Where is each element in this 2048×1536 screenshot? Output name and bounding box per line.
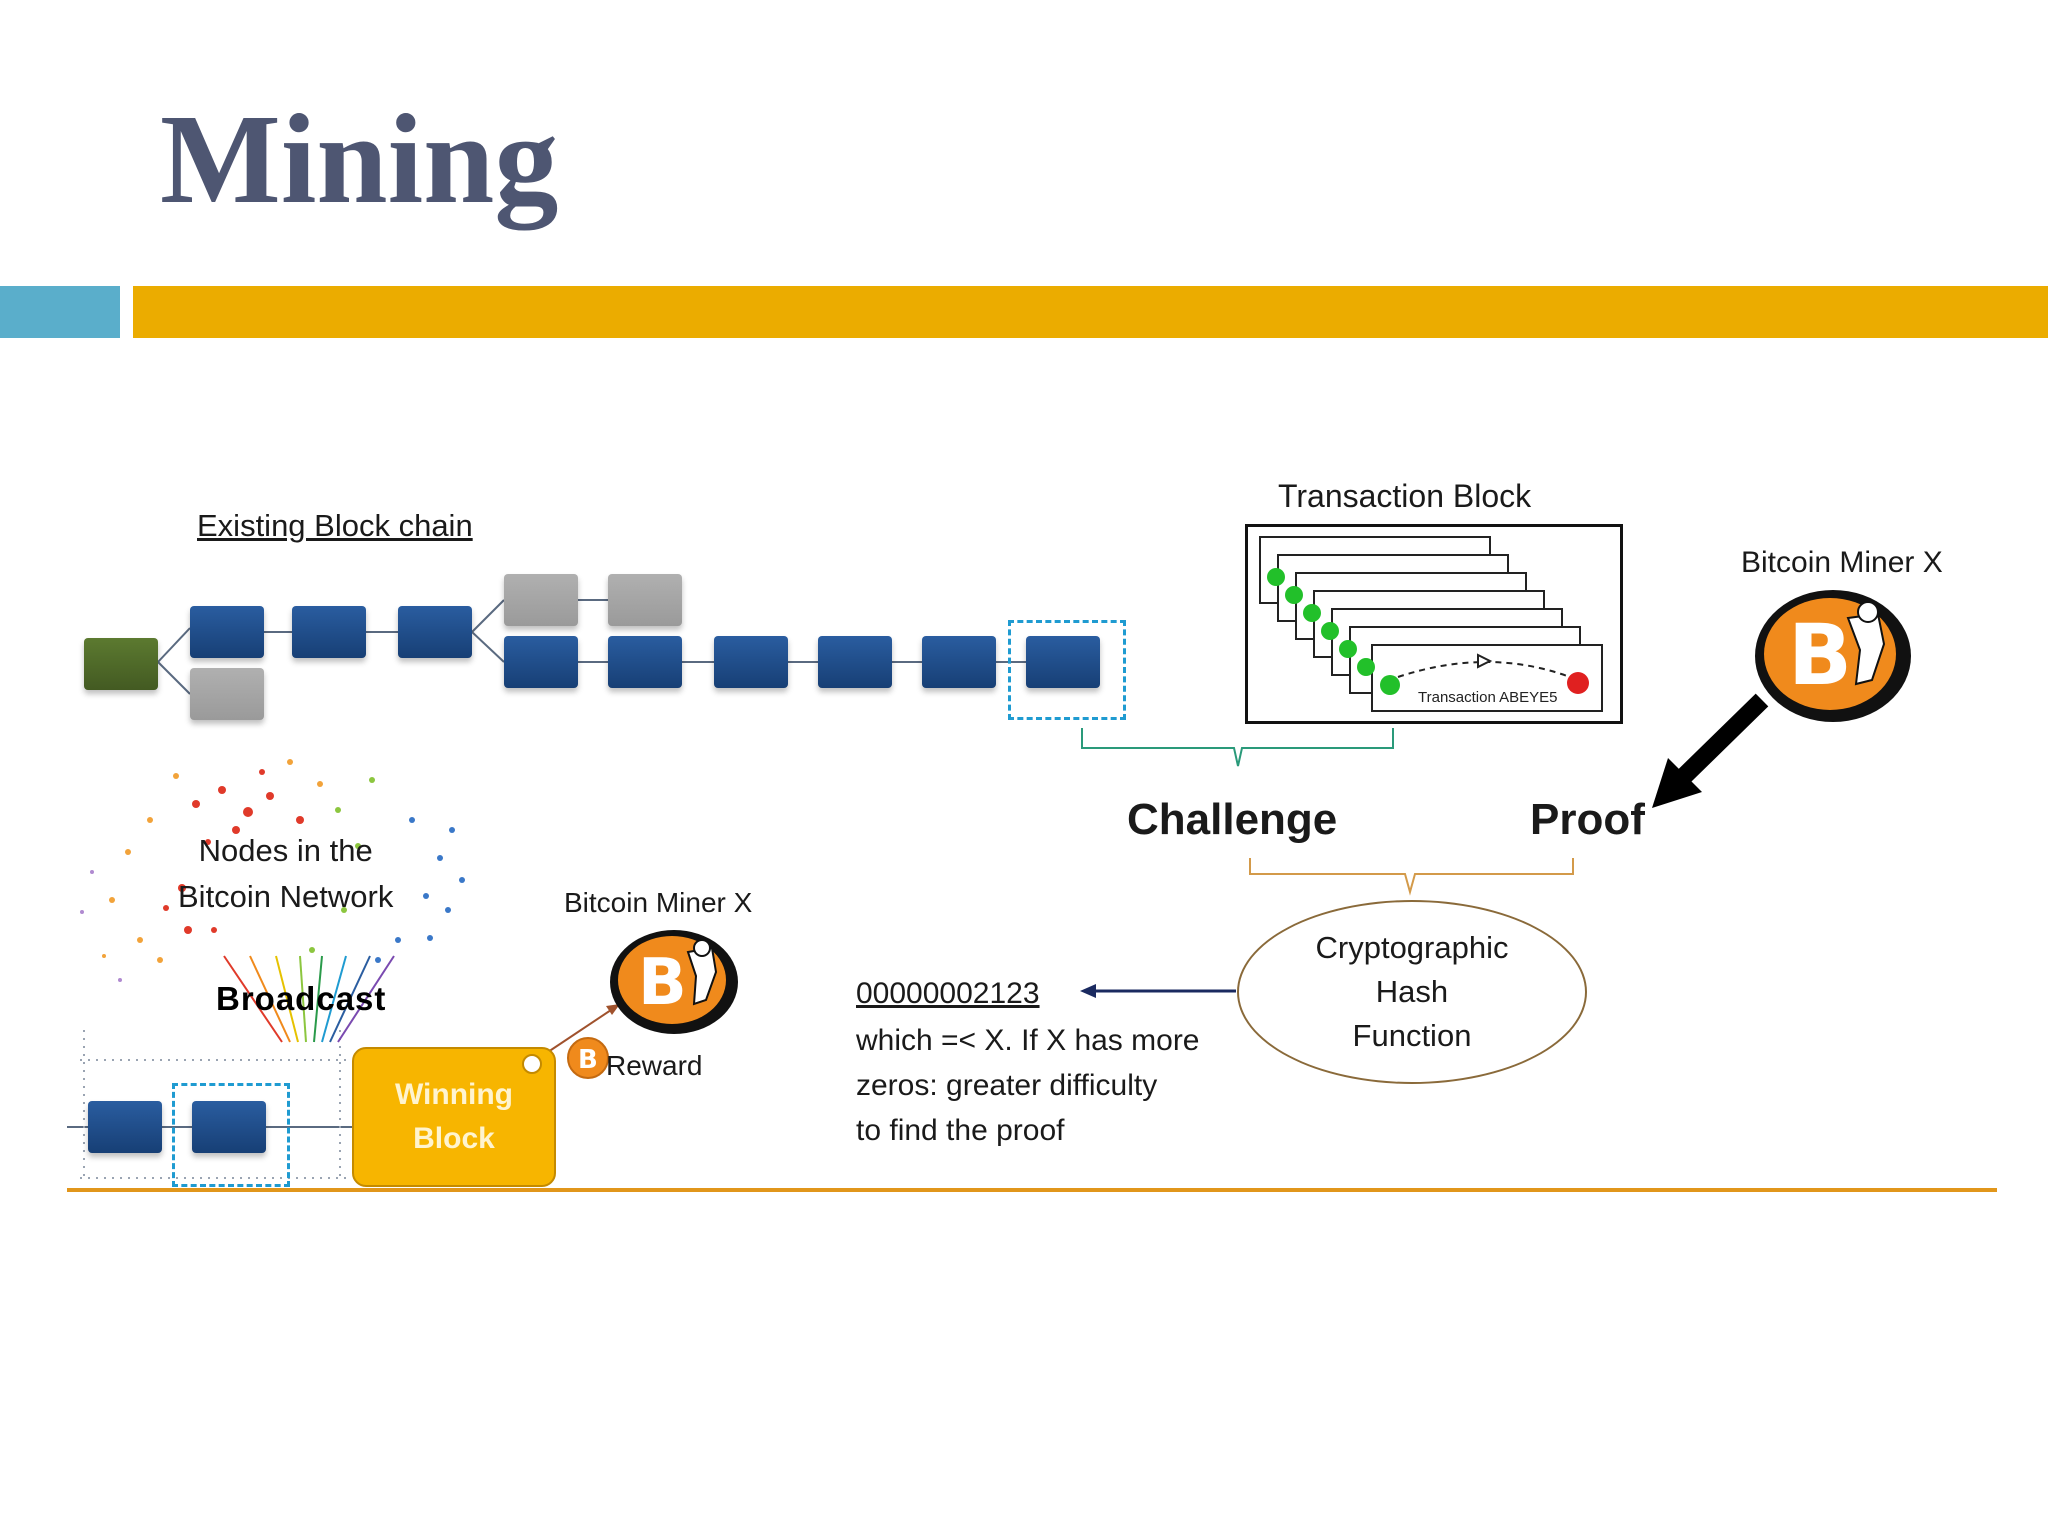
- chain-block: [190, 606, 264, 658]
- bitcoin-miner-icon: B: [1755, 590, 1911, 722]
- winning-block: Winning Block: [352, 1047, 556, 1187]
- difficulty-text: which =< X. If X has more zeros: greater…: [856, 1018, 1200, 1153]
- difficulty-line: which =< X. If X has more: [856, 1024, 1200, 1057]
- svg-text:B: B: [638, 946, 687, 1020]
- chain-block: [922, 636, 996, 688]
- miner-top-label: Bitcoin Miner X: [1741, 546, 1943, 579]
- hash-value-text: 00000002123: [856, 977, 1040, 1010]
- difficulty-line: to find the proof: [856, 1114, 1065, 1147]
- accent-bar-gold: [133, 286, 2048, 338]
- miner-bottom-label: Bitcoin Miner X: [564, 887, 753, 918]
- crypto-hash-line: Hash: [1375, 974, 1449, 1009]
- orphan-block: [608, 574, 682, 626]
- crypto-hash-function: Cryptographic Hash Function: [1237, 900, 1587, 1084]
- bitcoin-miner-icon: B: [610, 930, 738, 1034]
- hash-value: 00000002123: [856, 977, 1040, 1011]
- accent-bar-teal: [0, 286, 120, 338]
- network-nodes-line: Nodes in the: [198, 833, 373, 868]
- orphan-block: [190, 668, 264, 720]
- crypto-hash-line: Function: [1352, 1018, 1472, 1053]
- chain-block: [714, 636, 788, 688]
- bottom-rule: [67, 1188, 1997, 1192]
- challenge-label: Challenge: [1127, 795, 1338, 844]
- chain-block: [398, 606, 472, 658]
- orphan-block: [504, 574, 578, 626]
- chain-block: [504, 636, 578, 688]
- transaction-stack: [1259, 536, 1603, 712]
- svg-text:B: B: [1788, 606, 1852, 704]
- slide-title: Mining: [160, 88, 559, 230]
- proof-label: Proof: [1530, 795, 1645, 844]
- transaction-block-label: Transaction Block: [1278, 478, 1532, 514]
- network-nodes-line: Bitcoin Network: [178, 879, 394, 914]
- chain-block: [818, 636, 892, 688]
- bitcoin-coin-icon: B: [567, 1037, 609, 1079]
- network-nodes-label: Nodes in the Bitcoin Network: [178, 828, 393, 920]
- broadcast-label: Broadcast: [216, 980, 387, 1017]
- chain-block: [292, 606, 366, 658]
- chain-block: [88, 1101, 162, 1153]
- svg-text:B: B: [578, 1045, 598, 1075]
- existing-chain-label: Existing Block chain: [197, 508, 473, 543]
- genesis-block: [84, 638, 158, 690]
- difficulty-line: zeros: greater difficulty: [856, 1069, 1158, 1102]
- transaction-block: Transaction ABEYE5: [1245, 524, 1623, 724]
- crypto-hash-line: Cryptographic: [1315, 930, 1509, 965]
- chain-block: [608, 636, 682, 688]
- winning-block-line: Winning: [394, 1078, 514, 1111]
- new-block: [192, 1101, 266, 1153]
- new-block-slot: [172, 1083, 290, 1187]
- transaction-card-label: Transaction ABEYE5: [1418, 689, 1558, 706]
- new-block-slot: [1008, 620, 1126, 720]
- winning-block-line: Block: [413, 1122, 495, 1155]
- network-nodes-cloud: [80, 759, 465, 982]
- winning-block-badge: [522, 1054, 542, 1074]
- new-block: [1026, 636, 1100, 688]
- reward-label: Reward: [606, 1050, 703, 1081]
